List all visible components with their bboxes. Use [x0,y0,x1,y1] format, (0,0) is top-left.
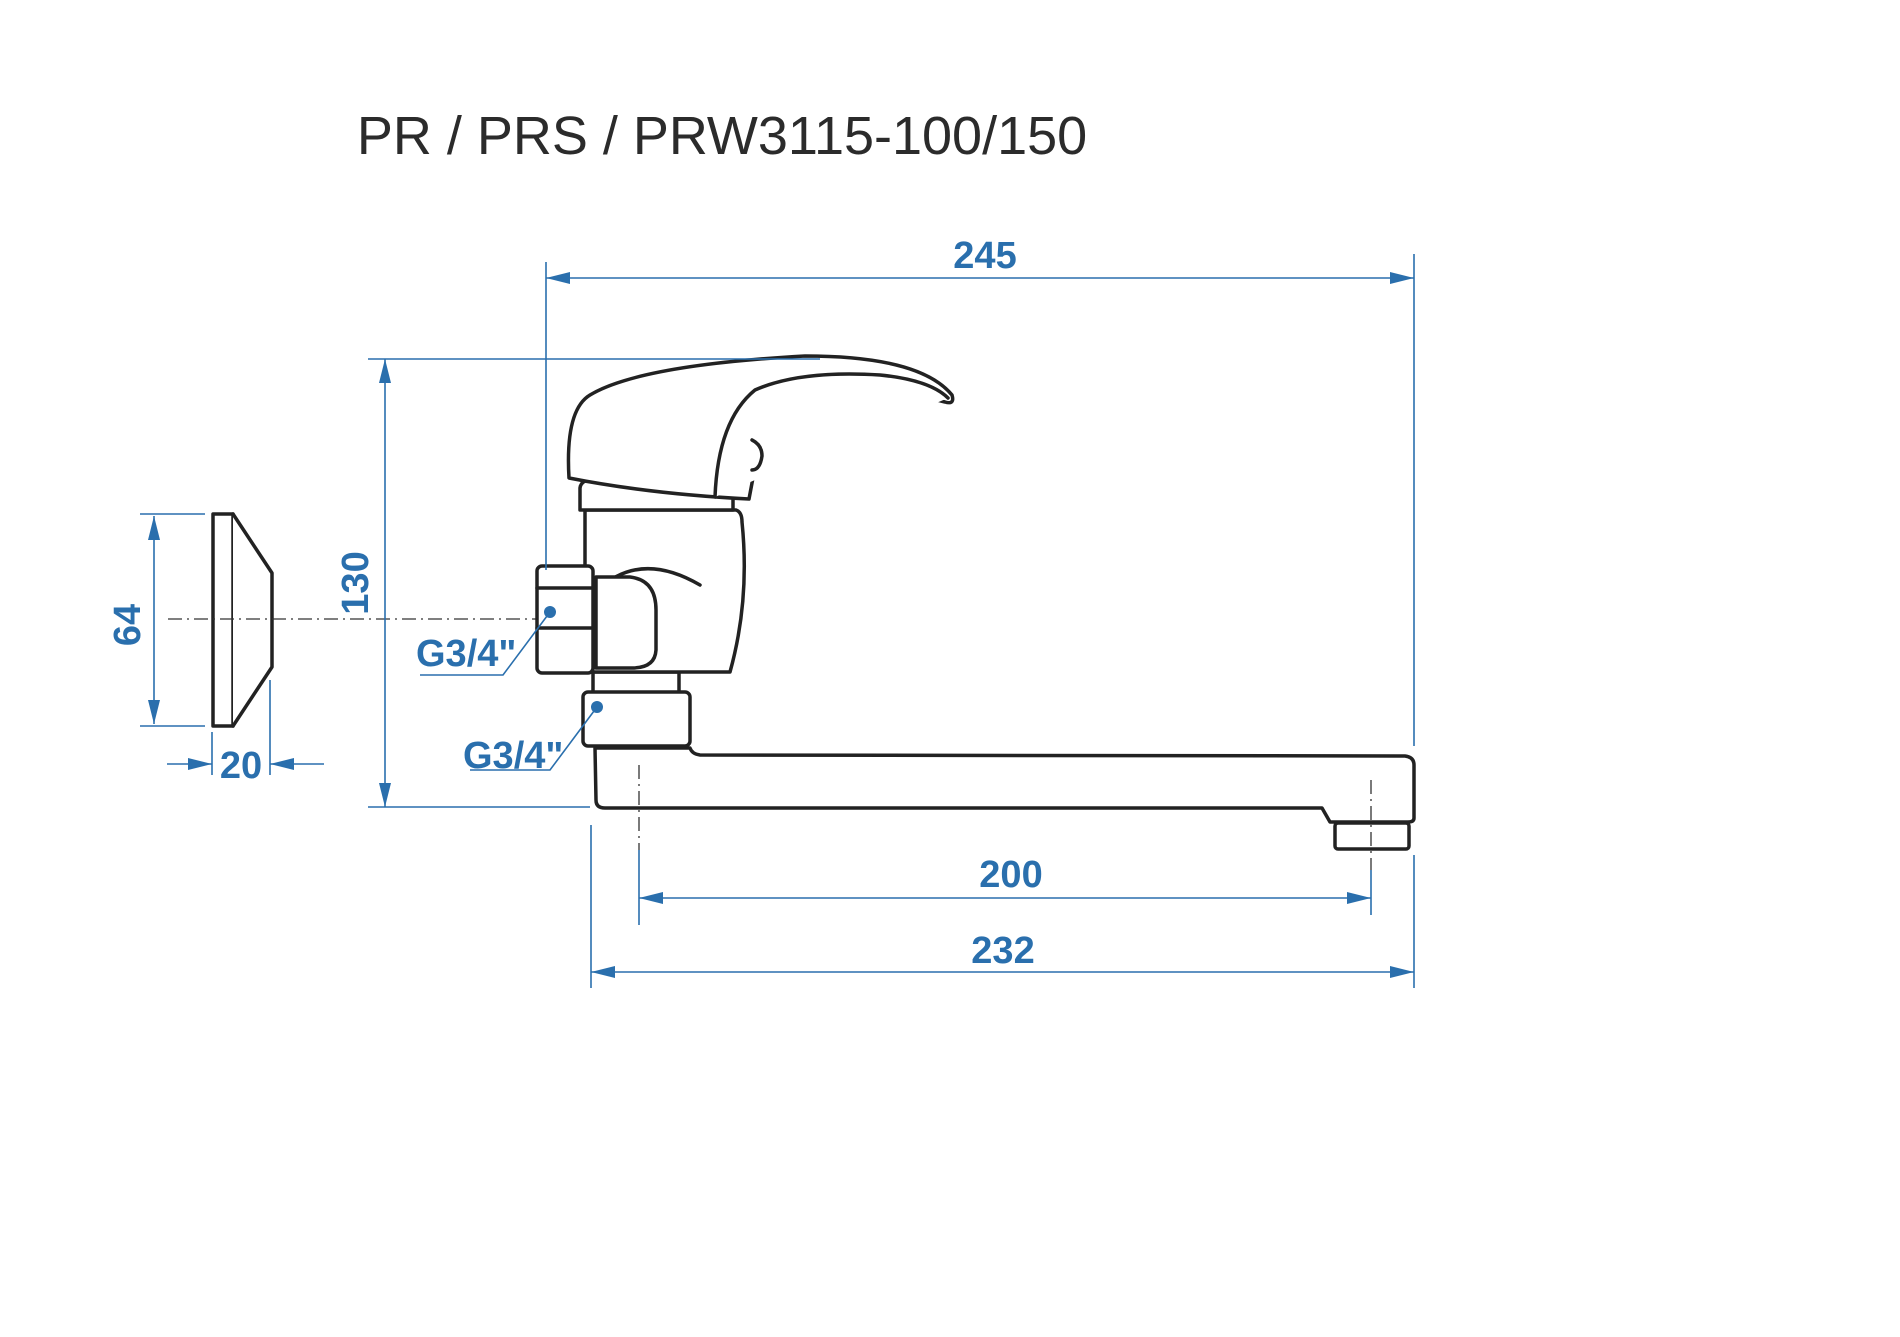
dim-height: 130 [335,551,377,614]
dim-spout-length: 232 [971,930,1034,972]
dim-spout-reach: 200 [979,854,1042,896]
dimension-lines [140,254,1415,988]
dim-rosette-depth: 20 [220,745,262,787]
thread-spout-label: G3/4" [463,735,563,777]
thread-inlet-label: G3/4" [416,633,516,675]
dim-rosette-diameter: 64 [107,604,149,646]
drawing-title: PR / PRS / PRW3115-100/150 [357,106,1087,166]
wall-rosette [211,512,274,728]
faucet-outline [535,354,1416,851]
dim-overall-length: 245 [953,235,1016,277]
